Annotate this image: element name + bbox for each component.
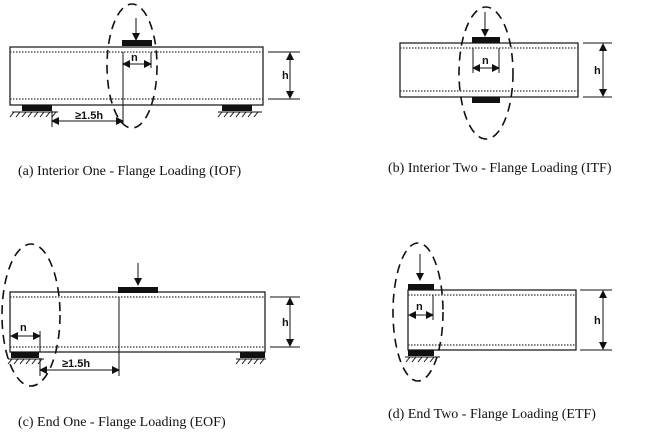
h-label: h: [594, 315, 601, 327]
left-support: [22, 105, 52, 111]
bearing-plate-bottom: [408, 350, 434, 356]
left-hatch: [7, 358, 43, 365]
right-hatch: [235, 358, 265, 365]
h-label: h: [594, 65, 601, 77]
bearing-zone-ellipse: [392, 242, 444, 382]
bearing-plate-top: [118, 287, 158, 293]
caption: (d) End Two - Flange Loading (ETF): [388, 407, 596, 422]
bearing-plate-bottom: [472, 97, 500, 103]
bearing-plate-top: [472, 37, 500, 43]
end-support: [11, 352, 39, 358]
n-label: n: [416, 301, 423, 313]
right-support: [240, 352, 265, 358]
beam-web: [407, 289, 577, 351]
left-hatch: [9, 111, 57, 118]
bearing-plate-top: [408, 284, 434, 290]
caption: (c) End One - Flange Loading (EOF): [18, 415, 226, 430]
right-hatch: [217, 111, 259, 118]
beam-web: [9, 291, 266, 353]
clearance-label: ≥1.5h: [62, 358, 90, 370]
beam-web: [9, 46, 264, 106]
n-label: n: [482, 55, 489, 67]
caption: (b) Interior Two - Flange Loading (ITF): [388, 161, 612, 176]
beam-web: [399, 42, 579, 98]
panel-end-two-flange: n h (d) End Two - Flange Loading (ETF): [388, 242, 612, 422]
n-label: n: [131, 52, 138, 64]
clearance-label: ≥1.5h: [75, 110, 103, 122]
right-support: [222, 105, 252, 111]
bearing-zone-ellipse: [458, 6, 514, 140]
h-label: h: [282, 70, 289, 82]
bearing-plate-top: [122, 40, 152, 46]
h-label: h: [282, 317, 289, 329]
panel-end-one-flange: n ≥1.5h h (c) End One - Flange Loading (…: [1, 243, 300, 430]
caption: (a) Interior One - Flange Loading (IOF): [18, 164, 241, 179]
bearing-zone-ellipse: [1, 243, 61, 387]
panel-interior-two-flange: n h (b) Interior Two - Flange Loading (I…: [388, 6, 612, 176]
bearing-zone-ellipse: [106, 3, 158, 129]
panel-interior-one-flange: n ≥1.5h h (a) Interior One - Flange Load…: [9, 3, 300, 179]
n-label: n: [20, 322, 27, 334]
bottom-hatch: [405, 356, 435, 363]
